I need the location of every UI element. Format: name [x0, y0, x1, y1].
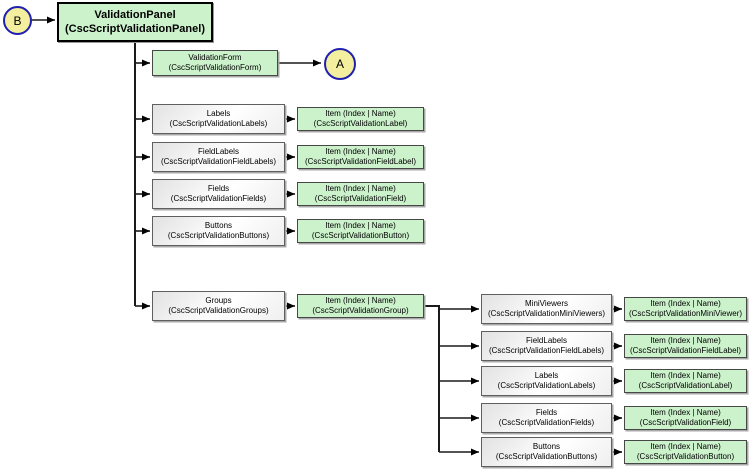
connector-circle-a: A — [324, 48, 356, 80]
node-class: (CscScriptValidationButton) — [311, 231, 410, 240]
node-name: ValidationForm — [188, 53, 242, 62]
node-group-labels-item: Item (Index | Name) (CscScriptValidation… — [624, 369, 747, 393]
node-group-fieldlabels-item: Item (Index | Name) (CscScriptValidation… — [624, 334, 747, 358]
node-validation-form: ValidationForm (CscScriptValidationForm) — [152, 50, 278, 76]
node-class: (CscScriptValidationForm) — [168, 63, 262, 72]
node-fieldlabels-collection: FieldLabels (CscScriptValidationFieldLab… — [152, 142, 285, 172]
node-name: ValidationPanel — [94, 9, 176, 21]
node-buttons-collection: Buttons (CscScriptValidationButtons) — [152, 216, 285, 246]
node-name: Item (Index | Name) — [325, 221, 396, 230]
node-fieldlabels-item: Item (Index | Name) (CscScriptValidation… — [297, 145, 424, 169]
node-group-fields-collection: Fields (CscScriptValidationFields) — [481, 403, 612, 433]
node-class: (CscScriptValidationButtons) — [167, 231, 270, 240]
node-name: Item (Index | Name) — [325, 184, 396, 193]
node-class: (CscScriptValidationMiniViewers) — [487, 309, 606, 318]
connector-circle-b: B — [3, 6, 32, 35]
node-group-fieldlabels-collection: FieldLabels (CscScriptValidationFieldLab… — [481, 331, 612, 361]
node-name: Buttons — [204, 221, 233, 230]
node-name: Item (Index | Name) — [650, 299, 721, 308]
node-fields-item: Item (Index | Name) (CscScriptValidation… — [297, 182, 424, 206]
node-name: Labels — [206, 109, 231, 118]
node-group-labels-collection: Labels (CscScriptValidationLabels) — [481, 366, 612, 396]
node-validation-panel: ValidationPanel (CscScriptValidationPane… — [57, 2, 213, 42]
node-group-buttons-item: Item (Index | Name) (CscScriptValidation… — [624, 440, 747, 464]
node-class: (CscScriptValidationField) — [314, 194, 407, 203]
node-name: FieldLabels — [526, 336, 567, 345]
node-class: (CscScriptValidationFields) — [498, 418, 595, 427]
node-class: (CscScriptValidationLabels) — [169, 119, 268, 128]
node-name: Item (Index | Name) — [650, 336, 721, 345]
node-groups-collection: Groups (CscScriptValidationGroups) — [152, 291, 285, 321]
node-name: Buttons — [532, 442, 561, 451]
node-name: Item (Index | Name) — [325, 147, 396, 156]
node-name: Item (Index | Name) — [325, 109, 396, 118]
node-class: (CscScriptValidationLabels) — [497, 381, 596, 390]
node-class: (CscScriptValidationButton) — [636, 452, 735, 461]
node-name: Groups — [205, 296, 232, 305]
node-group-miniviewers-collection: MiniViewers (CscScriptValidationMiniView… — [481, 294, 612, 324]
node-group-buttons-collection: Buttons (CscScriptValidationButtons) — [481, 437, 612, 467]
node-class: (CscScriptValidationGroups) — [168, 306, 269, 315]
node-class: (CscScriptValidationFieldLabel) — [304, 157, 416, 166]
node-group-item: Item (Index | Name) (CscScriptValidation… — [297, 294, 424, 318]
node-class: (CscScriptValidationMiniViewer) — [628, 309, 743, 318]
node-class: (CscScriptValidationField) — [639, 418, 732, 427]
node-class: (CscScriptValidationLabel) — [313, 119, 408, 128]
node-name: Item (Index | Name) — [650, 408, 721, 417]
node-name: Item (Index | Name) — [650, 371, 721, 380]
node-class: (CscScriptValidationLabel) — [638, 381, 733, 390]
node-labels-item: Item (Index | Name) (CscScriptValidation… — [297, 107, 424, 131]
node-name: Fields — [207, 184, 230, 193]
node-class: (CscScriptValidationButtons) — [495, 452, 598, 461]
node-labels-collection: Labels (CscScriptValidationLabels) — [152, 104, 285, 134]
node-name: MiniViewers — [525, 299, 568, 308]
node-group-miniviewers-item: Item (Index | Name) (CscScriptValidation… — [624, 297, 747, 321]
node-class: (CscScriptValidationFieldLabels) — [488, 346, 604, 355]
node-name: Fields — [535, 408, 558, 417]
node-fields-collection: Fields (CscScriptValidationFields) — [152, 179, 285, 209]
node-group-fields-item: Item (Index | Name) (CscScriptValidation… — [624, 406, 747, 430]
node-class: (CscScriptValidationPanel) — [65, 23, 205, 35]
node-class: (CscScriptValidationFieldLabels) — [160, 157, 276, 166]
node-class: (CscScriptValidationFields) — [170, 194, 267, 203]
node-class: (CscScriptValidationFieldLabel) — [629, 346, 741, 355]
node-name: Item (Index | Name) — [325, 296, 396, 305]
node-buttons-item: Item (Index | Name) (CscScriptValidation… — [297, 219, 424, 243]
node-name: Labels — [534, 371, 559, 380]
node-class: (CscScriptValidationGroup) — [312, 306, 409, 315]
node-name: Item (Index | Name) — [650, 442, 721, 451]
node-name: FieldLabels — [198, 147, 239, 156]
